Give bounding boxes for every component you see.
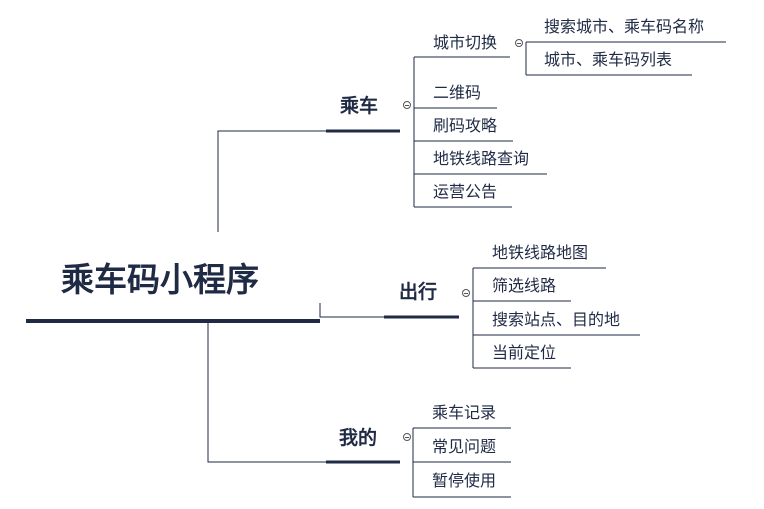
connector-root-travel	[319, 303, 384, 318]
leaf-topic-faq[interactable]: 常见问题	[432, 437, 497, 456]
collapse-toggle-travel-icon[interactable]	[462, 289, 470, 297]
branch-topic-ride[interactable]: 乘车	[340, 95, 379, 117]
leaf-topic-current-location[interactable]: 当前定位	[492, 343, 557, 362]
leaf-topic-suspend[interactable]: 暂停使用	[432, 471, 497, 490]
connector-root-mine	[207, 323, 326, 463]
leaf-topic-search-station[interactable]: 搜索站点、目的地	[492, 310, 621, 329]
leaf-topic-qr-code[interactable]: 二维码	[433, 83, 482, 102]
connector-root-ride	[217, 130, 326, 232]
leaf-topic-filter-lines[interactable]: 筛选线路	[492, 276, 557, 295]
collapse-toggle-ride-icon[interactable]	[403, 101, 411, 109]
collapse-toggle-city-switch-icon[interactable]	[515, 39, 523, 47]
leaf-topic-metro-map[interactable]: 地铁线路地图	[492, 243, 589, 262]
leaf-topic-city-list[interactable]: 城市、乘车码列表	[544, 50, 673, 69]
leaf-topic-city-switch[interactable]: 城市切换	[433, 33, 498, 52]
leaf-topic-ride-records[interactable]: 乘车记录	[432, 403, 497, 422]
leaf-topic-search-city[interactable]: 搜索城市、乘车码名称	[544, 17, 705, 36]
collapse-toggle-mine-icon[interactable]	[403, 433, 411, 441]
leaf-topic-metro-query[interactable]: 地铁线路查询	[433, 149, 530, 168]
branch-topic-travel[interactable]: 出行	[399, 281, 438, 303]
root-topic[interactable]: 乘车码小程序	[61, 260, 259, 299]
branch-topic-mine[interactable]: 我的	[339, 427, 378, 449]
leaf-topic-scan-guide[interactable]: 刷码攻略	[433, 116, 498, 135]
leaf-topic-announcement[interactable]: 运营公告	[433, 182, 498, 201]
